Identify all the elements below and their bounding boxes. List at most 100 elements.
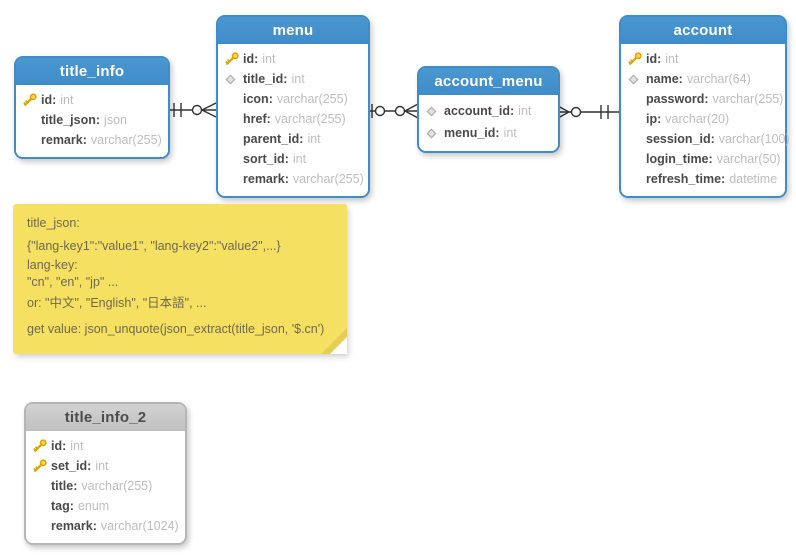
field-row-set-id[interactable]: set_id int [33,456,180,476]
field-type: varchar(64) [686,72,751,86]
primary-key-icon [225,52,243,66]
field-name: href [243,112,271,126]
field-name: sort_id [243,152,289,166]
entity-title: title_info_2 [64,409,147,426]
note-line: "cn", "en", "jp" ... [27,275,119,289]
primary-key-icon [33,439,51,453]
field-name: parent_id [243,132,303,146]
field-name: id [243,52,258,66]
foreign-key-diamond-icon [225,74,243,85]
primary-key-icon [628,52,646,66]
field-row-parent-id[interactable]: parent_id int [225,129,363,149]
primary-key-icon [33,459,51,473]
field-row-login-time[interactable]: login_time varchar(50) [628,149,781,169]
entity-title-info-2[interactable]: title_info_2 id int set_id int title var… [24,402,187,545]
field-type: int [307,132,321,146]
entity-menu-header[interactable]: menu [218,17,368,44]
relationship-menu-account_menu[interactable] [366,103,419,119]
field-row-title-id[interactable]: title_id int [225,69,363,89]
note-line: title_json: [27,216,80,230]
field-type: int [70,439,84,453]
field-name: title_json [41,113,100,127]
field-row-account-id[interactable]: account_id int [426,100,553,122]
field-row-href[interactable]: href varchar(255) [225,109,363,129]
field-row-title[interactable]: title varchar(255) [33,476,180,496]
field-row-menu-id[interactable]: menu_id int [426,122,553,144]
note-fold-corner-icon [321,328,347,354]
field-row-icon[interactable]: icon varchar(255) [225,89,363,109]
field-name: id [51,439,66,453]
field-row-refresh-time[interactable]: refresh_time datetime [628,169,780,189]
note-line: {"lang-key1":"value1", "lang-key2":"valu… [27,239,281,253]
field-name: password [646,92,709,106]
field-row-sort-id[interactable]: sort_id int [225,149,363,169]
field-name: refresh_time [646,172,725,186]
entity-account-menu-fields: account_id int menu_id int [419,95,558,151]
field-row-name[interactable]: name varchar(64) [628,69,780,89]
entity-account-fields: id int name varchar(64) password varchar… [621,44,790,196]
field-name: name [646,72,683,86]
field-row-remark[interactable]: remark varchar(255) [225,169,364,189]
field-row-ip[interactable]: ip varchar(20) [628,109,780,129]
field-name: title [51,479,77,493]
field-row-title-json[interactable]: title_json json [23,110,163,130]
field-row-tag[interactable]: tag enum [33,496,180,516]
field-name: title_id [243,72,287,86]
field-type: varchar(255) [292,172,364,186]
field-name: remark [243,172,289,186]
field-row-remark[interactable]: remark varchar(255) [23,130,163,150]
entity-title: account [673,22,733,39]
field-name: account_id [444,104,514,118]
entity-account-menu[interactable]: account_menu account_id int menu_id int [417,66,560,153]
field-name: set_id [51,459,91,473]
entity-account-header[interactable]: account [621,17,785,44]
field-type: int [503,126,517,140]
field-type: int [665,52,679,66]
field-row-id[interactable]: id int [33,436,180,456]
field-type: varchar(50) [716,152,781,166]
field-type: int [262,52,276,66]
field-type: varchar(100) [718,132,790,146]
field-type: json [104,113,127,127]
field-name: login_time [646,152,713,166]
entity-title-info-header[interactable]: title_info [16,58,168,85]
field-row-remark[interactable]: remark varchar(1024) [33,516,180,536]
field-type: int [60,93,74,107]
field-type: varchar(255) [90,133,162,147]
note-line: or: "中文", "English", "日本語", ... [27,296,207,310]
note-line: get value: json_unquote(json_extract(tit… [27,322,325,336]
entity-menu[interactable]: menu id int title_id int icon varchar(25… [216,15,370,198]
field-type: int [95,459,109,473]
entity-account-menu-header[interactable]: account_menu [419,68,558,95]
foreign-key-diamond-icon [426,106,444,117]
entity-title-info[interactable]: title_info id int title_json json remark… [14,56,170,159]
entity-title-info-2-header[interactable]: title_info_2 [26,404,185,431]
primary-key-icon [23,93,41,107]
field-type: int [291,72,305,86]
field-type: varchar(255) [712,92,784,106]
entity-account[interactable]: account id int name varchar(64) password… [619,15,790,198]
entity-title: title_info [59,63,125,80]
field-type: varchar(255) [274,112,346,126]
relationship-title_info-menu[interactable] [166,102,217,118]
entity-title: menu [272,22,314,39]
field-name: icon [243,92,273,106]
field-type: varchar(20) [665,112,730,126]
entity-title-info-2-fields: id int set_id int title varchar(255) tag… [26,431,185,543]
field-type: int [518,104,532,118]
field-name: tag [51,499,74,513]
field-row-id[interactable]: id int [225,49,363,69]
relationship-account_menu-account[interactable] [555,104,620,120]
entity-title: account_menu [434,73,543,90]
field-row-session-id[interactable]: session_id varchar(100) [628,129,790,149]
foreign-key-diamond-icon [628,74,646,85]
note-line: lang-key: [27,258,78,272]
field-row-id[interactable]: id int [628,49,780,69]
field-type: varchar(255) [81,479,153,493]
field-row-password[interactable]: password varchar(255) [628,89,783,109]
field-row-id[interactable]: id int [23,90,163,110]
sticky-note[interactable]: title_json: {"lang-key1":"value1", "lang… [13,204,347,354]
entity-menu-fields: id int title_id int icon varchar(255) hr… [218,44,368,196]
field-name: menu_id [444,126,500,140]
